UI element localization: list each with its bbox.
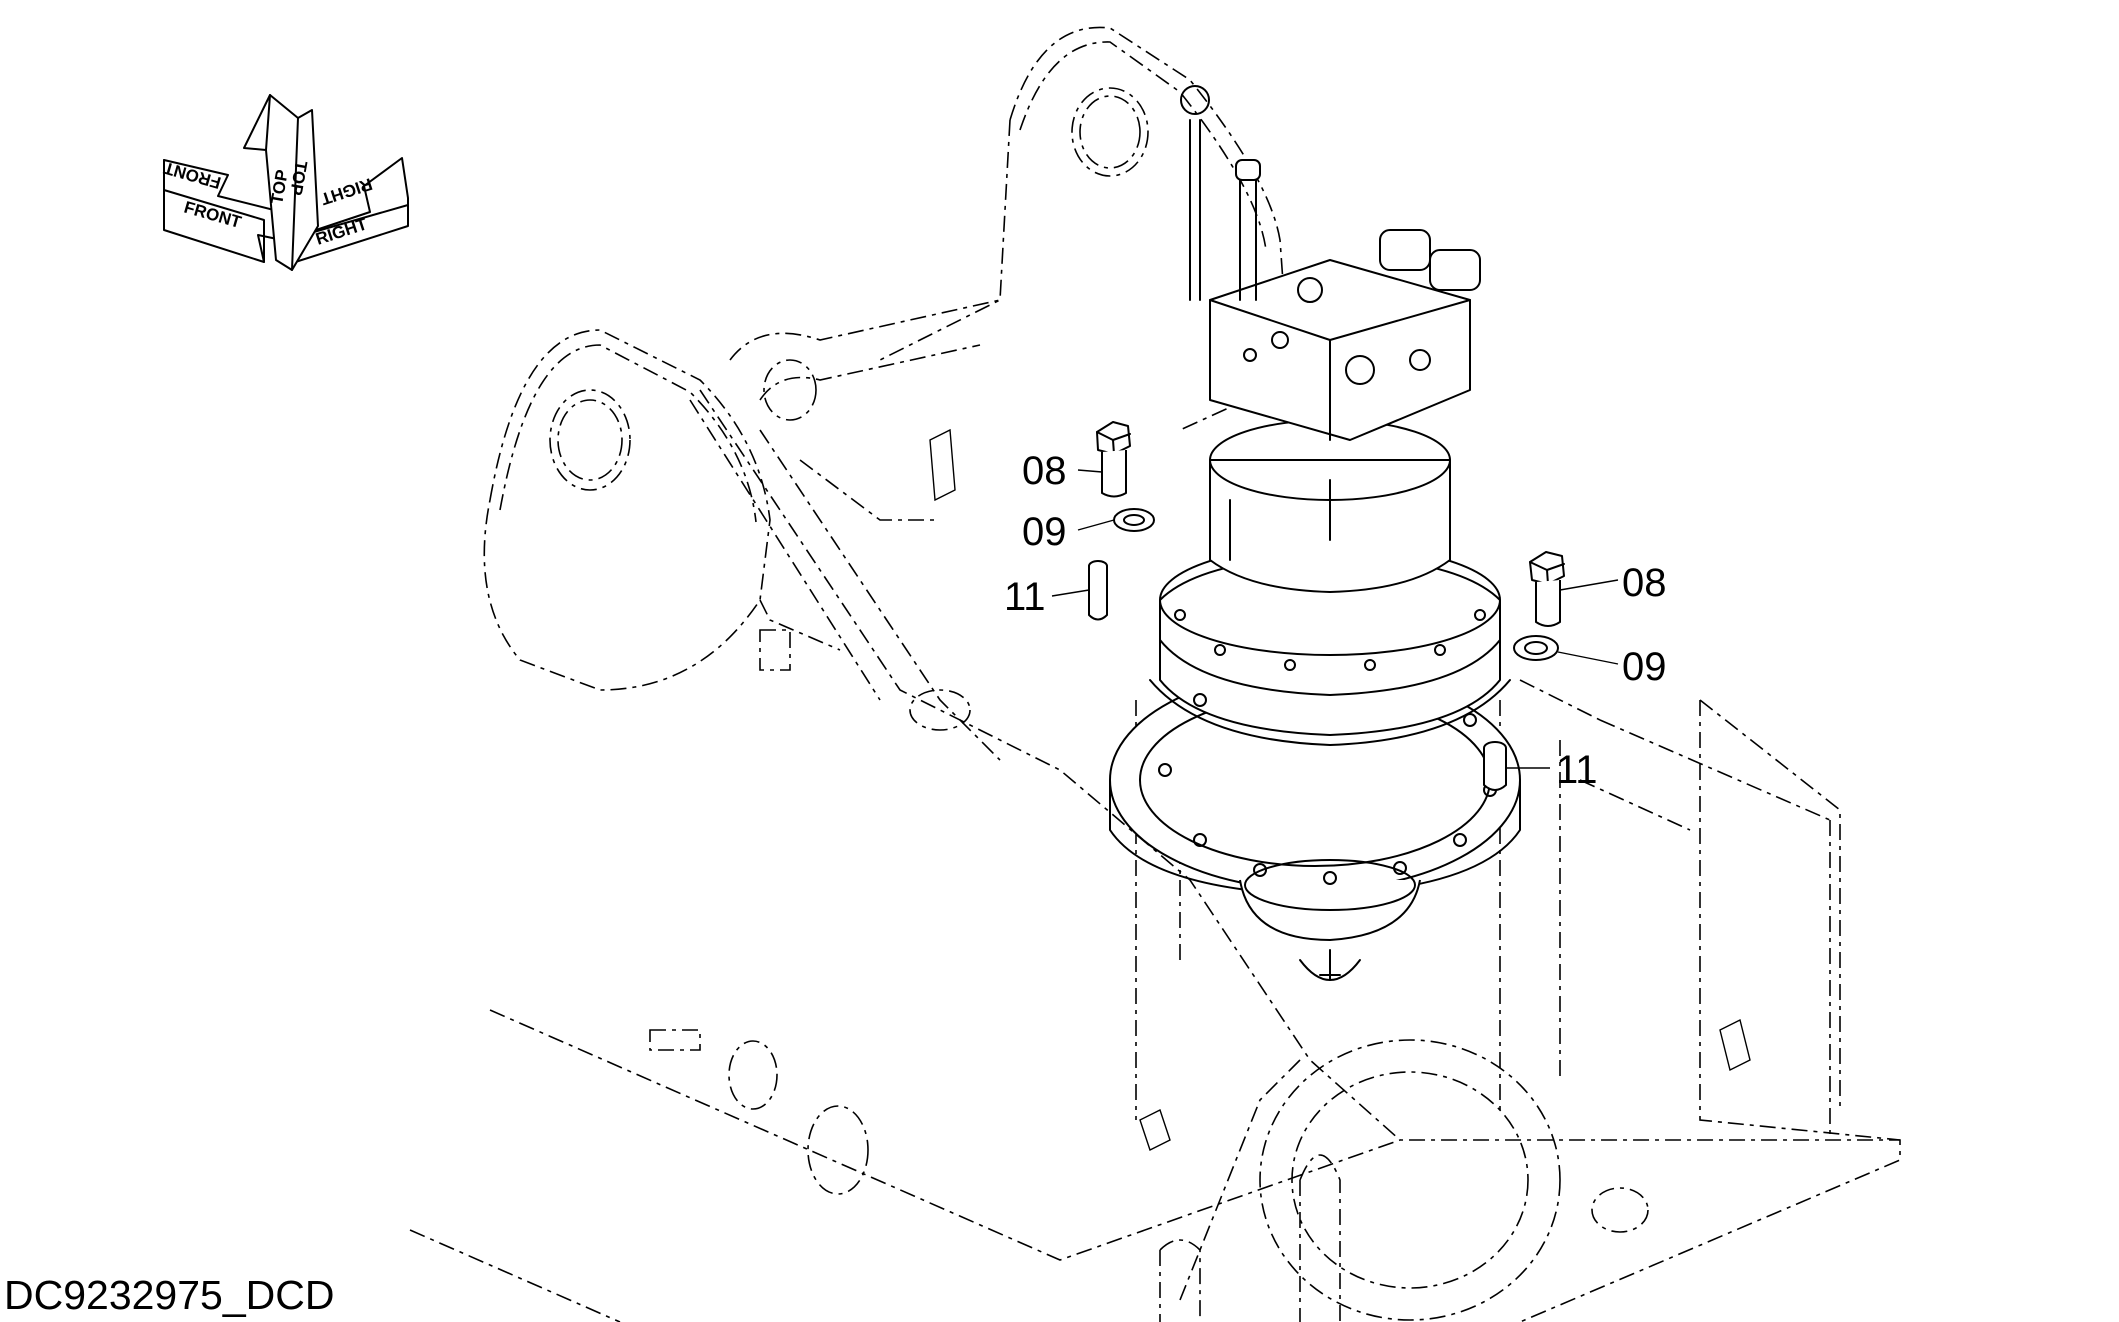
callout-11-right: 11 [1556,748,1598,792]
right-label-upper: RIGHT [318,174,375,209]
washer-09-right [1513,635,1559,661]
bolt-08-right [1529,551,1565,627]
level-gauge [1189,119,1201,301]
mount-ring-frame [1259,1039,1561,1321]
orientation-indicator: FRONT FRONT TOP TOP RIGHT RIGHT [161,94,409,271]
fasteners [1088,421,1565,791]
callout-08-left: 08 [1022,449,1067,493]
callout-09-right: 09 [1622,645,1667,689]
document-id: DC9232975_DCD [4,1272,335,1318]
swing-motor-assembly [1109,85,1521,981]
bracket-bore-upper [1071,87,1149,177]
bolt-08-left [1096,421,1131,498]
callout-11-left: 11 [1004,575,1046,619]
machine-frame [409,26,1901,1322]
valve-block [1209,259,1471,441]
washer-09-left [1113,508,1155,532]
callout-leaders [1051,469,1619,769]
bracket-bore-lower [549,389,631,491]
pin-11-left [1088,560,1108,621]
callout-labels: 08 09 11 08 09 11 [1004,449,1667,792]
right-arrow [285,157,409,266]
pin-11-right [1483,741,1507,791]
callout-08-right: 08 [1622,561,1667,605]
callout-09-left: 09 [1022,510,1067,554]
